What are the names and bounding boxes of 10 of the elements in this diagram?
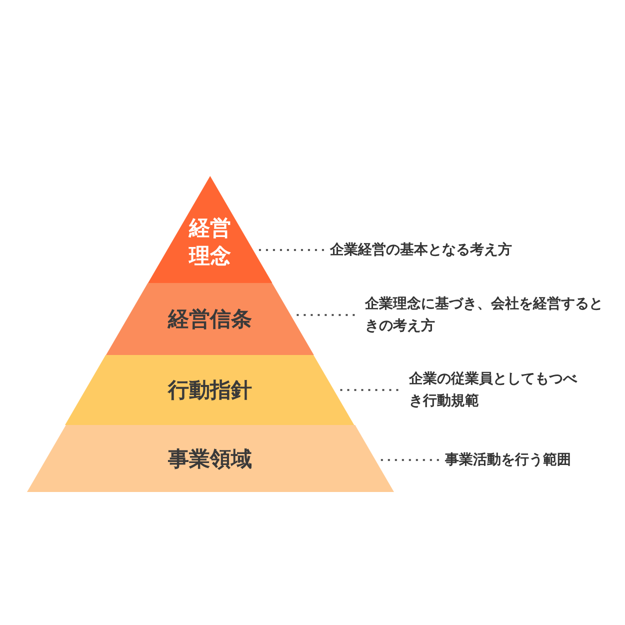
tier-label: 行動指針	[166, 377, 253, 404]
leader-line	[258, 249, 324, 251]
description-text: 事業活動を行う範囲	[445, 451, 572, 470]
description-text: 企業経営の基本となる考え方	[330, 240, 513, 260]
leader-line	[380, 459, 439, 461]
description-text: 企業理念に基づき、会社を経営するときの考え方	[365, 295, 604, 336]
tier-label: 経営信条	[166, 306, 253, 333]
tier-label: 事業領域	[167, 446, 253, 472]
tier-label: 経営理念	[188, 215, 232, 270]
description-text: 企業の従業員としてもつべき行動規範	[409, 370, 578, 411]
